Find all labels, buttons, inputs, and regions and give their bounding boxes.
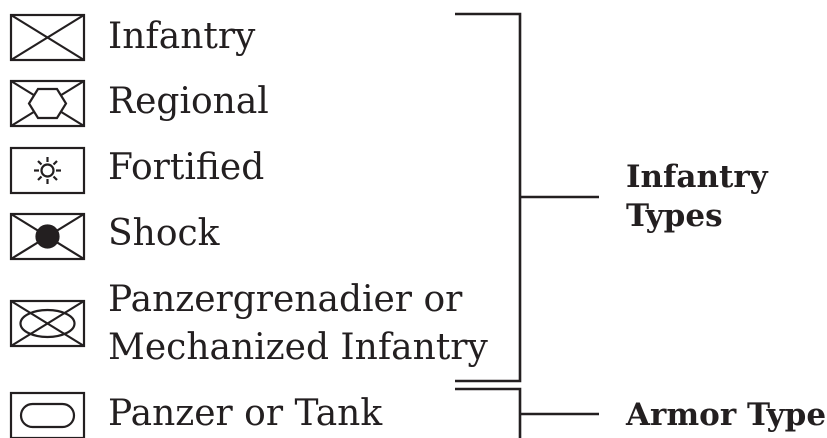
- infantry-types-label-line-1: Infantry: [626, 159, 769, 195]
- armor-type-bracket: [455, 387, 599, 438]
- fortified-symbol-icon: [9, 146, 86, 195]
- panzer-tank-symbol-icon: [9, 391, 86, 438]
- infantry-types-label-line-2: Types: [626, 198, 723, 234]
- panzergrenadier-symbol-icon: [9, 299, 86, 348]
- regional-label: Regional: [108, 81, 269, 122]
- shock-symbol-icon: [9, 212, 86, 261]
- panzer-tank-label: Panzer or Tank: [108, 393, 383, 434]
- infantry-types-bracket: [455, 12, 599, 383]
- armor-type-label: Armor Type: [625, 397, 826, 433]
- panzergrenadier-label-line-2: Mechanized Infantry: [108, 327, 488, 368]
- fortified-label: Fortified: [108, 147, 264, 188]
- infantry-label: Infantry: [108, 16, 256, 57]
- infantry-symbol-icon: [9, 13, 86, 62]
- regional-symbol-icon: [9, 79, 86, 128]
- panzergrenadier-label-line-1: Panzergrenadier or: [108, 279, 463, 320]
- shock-label: Shock: [108, 213, 221, 254]
